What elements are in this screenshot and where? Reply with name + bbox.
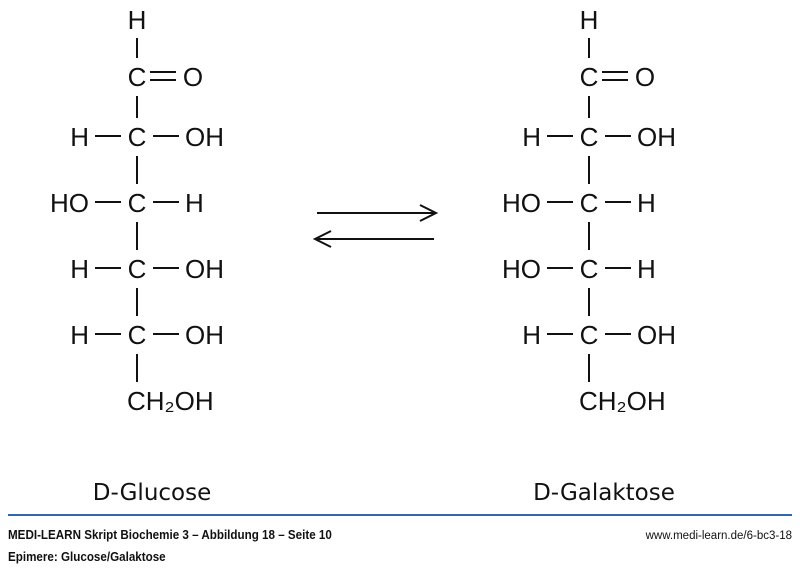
left-substituent: HO	[50, 188, 89, 218]
carbon-atom: C	[128, 122, 147, 152]
left-substituent: H	[70, 254, 89, 284]
carbon-atom: C	[580, 254, 599, 284]
left-substituent: HO	[502, 254, 541, 284]
right-substituent: OH	[185, 320, 224, 350]
right-substituent: OH	[185, 254, 224, 284]
aldehyde-hydrogen: H	[128, 5, 147, 35]
carbonyl-carbon: C	[580, 62, 599, 92]
carbonyl-carbon: C	[128, 62, 147, 92]
left-substituent: H	[522, 320, 541, 350]
left-substituent: H	[70, 122, 89, 152]
footer-title: MEDI-LEARN Skript Biochemie 3 – Abbildun…	[8, 528, 332, 542]
right-substituent: H	[637, 254, 656, 284]
footer-url[interactable]: www.medi-learn.de/6-bc3-18	[645, 530, 792, 542]
right-substituent: OH	[185, 122, 224, 152]
carbon-atom: C	[580, 320, 599, 350]
carbonyl-oxygen: O	[635, 62, 655, 92]
carbon-atom: C	[128, 254, 147, 284]
hydroxymethyl-group: CH₂OH	[127, 386, 214, 416]
left-substituent: H	[70, 320, 89, 350]
left-substituent: H	[522, 122, 541, 152]
right-substituent: OH	[637, 122, 676, 152]
left-substituent: HO	[502, 188, 541, 218]
molecule-name: D-Glucose	[93, 480, 212, 506]
aldehyde-hydrogen: H	[580, 5, 599, 35]
molecule-name: D-Galaktose	[533, 480, 675, 506]
footer-divider	[8, 514, 792, 516]
equilibrium-arrows	[312, 204, 439, 248]
carbon-atom: C	[128, 188, 147, 218]
right-substituent: H	[185, 188, 204, 218]
carbon-atom: C	[580, 188, 599, 218]
right-substituent: OH	[637, 320, 676, 350]
carbon-atom: C	[580, 122, 599, 152]
carbonyl-oxygen: O	[183, 62, 203, 92]
carbon-atom: C	[128, 320, 147, 350]
hydroxymethyl-group: CH₂OH	[579, 386, 666, 416]
right-substituent: H	[637, 188, 656, 218]
footer-subtitle: Epimere: Glucose/Galaktose	[8, 550, 166, 564]
